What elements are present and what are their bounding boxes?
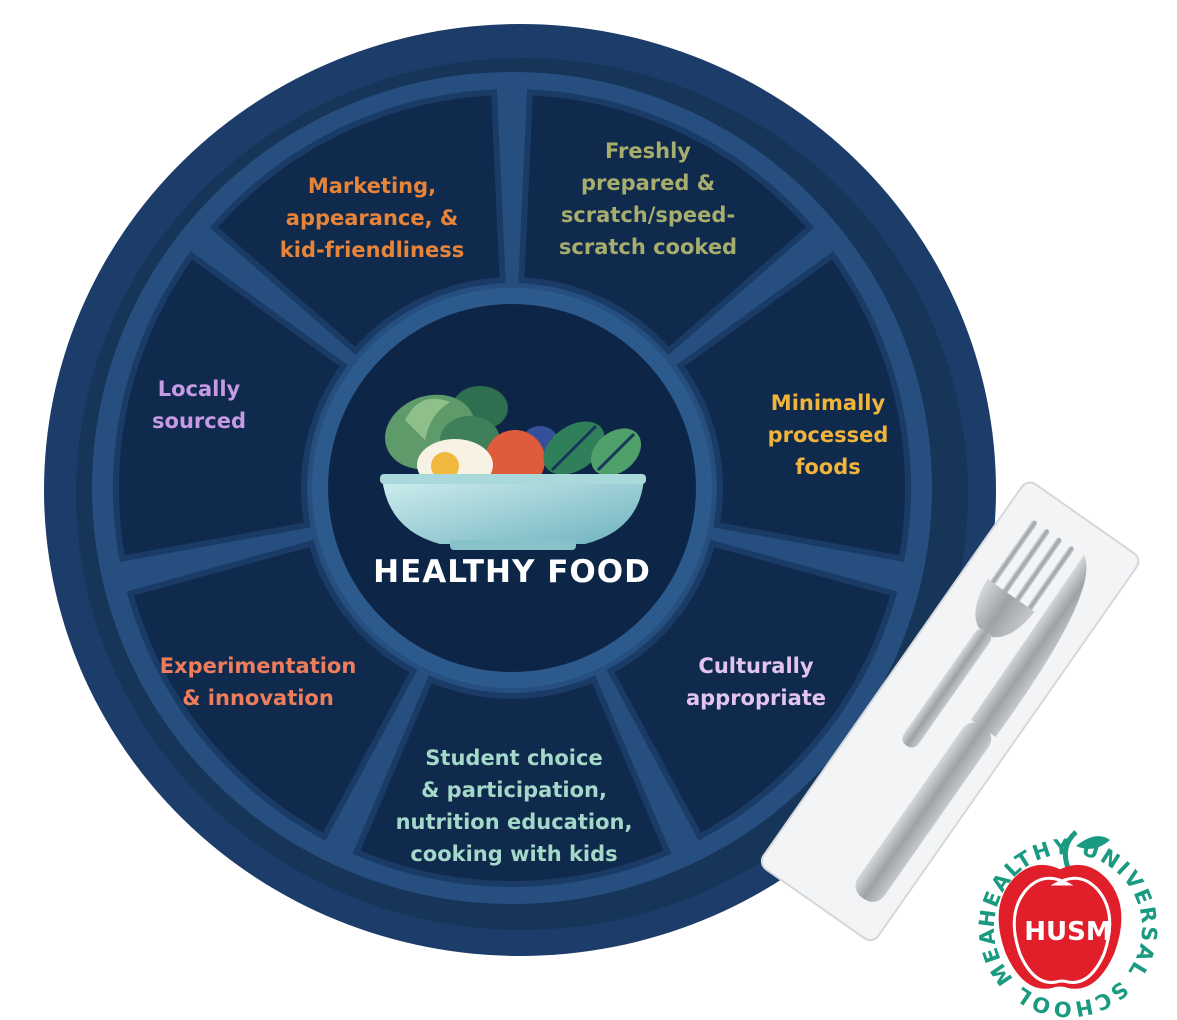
fork-icon: [902, 520, 1074, 748]
plate-segment: [352, 675, 672, 887]
salad-bowl-icon: [380, 386, 646, 550]
plate-segment: [676, 251, 911, 563]
plate-segment: [126, 539, 418, 841]
apple-icon: [998, 830, 1122, 989]
utensils: [760, 481, 1140, 942]
segment-label: Student choice& participation,nutrition …: [396, 746, 633, 866]
plate-segments: [113, 89, 911, 887]
segment-label: Marketing,appearance, &kid-friendliness: [280, 174, 464, 262]
segment-labels: Marketing,appearance, &kid-friendliness F…: [152, 139, 888, 866]
segment-label: Experimentation& innovation: [160, 654, 357, 710]
logo-monogram: HUSM: [1024, 917, 1111, 947]
plate-segment: [606, 539, 898, 841]
napkin: [760, 481, 1140, 942]
plate-segment: [113, 251, 348, 563]
knife-icon: [855, 554, 1087, 902]
plate-segment: [209, 89, 506, 356]
center-label: HEALTHY FOOD: [373, 554, 651, 590]
plate-segment: [518, 89, 815, 356]
